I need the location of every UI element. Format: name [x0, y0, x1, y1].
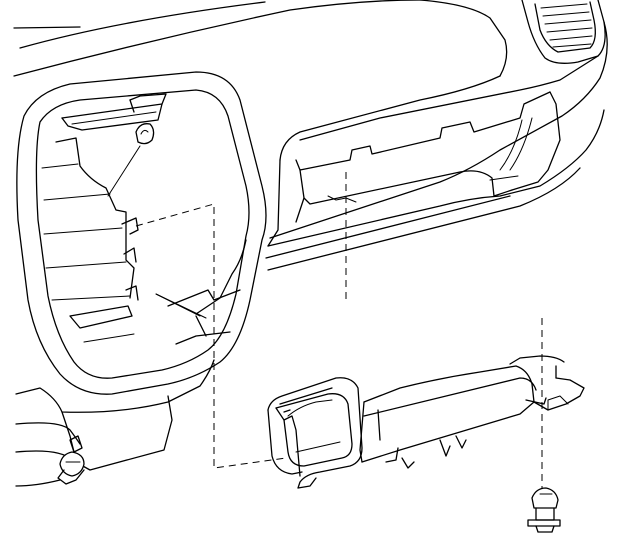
glove-box-recess — [295, 91, 561, 223]
floor-air-duct — [267, 377, 363, 489]
center-air-vent — [521, 0, 606, 64]
cluster-housing-interior — [41, 93, 247, 345]
cluster-opening-bezel — [16, 71, 267, 395]
leader-line-duct — [135, 203, 287, 469]
clip-fastener — [57, 435, 85, 485]
leader-line-bezel — [155, 293, 201, 317]
dashboard-top-contour — [13, 0, 508, 77]
push-pin-fastener — [527, 487, 561, 533]
instrument-panel-right — [265, 21, 608, 271]
lower-knee-bolster — [359, 355, 585, 469]
left-lower-panel — [15, 359, 215, 487]
